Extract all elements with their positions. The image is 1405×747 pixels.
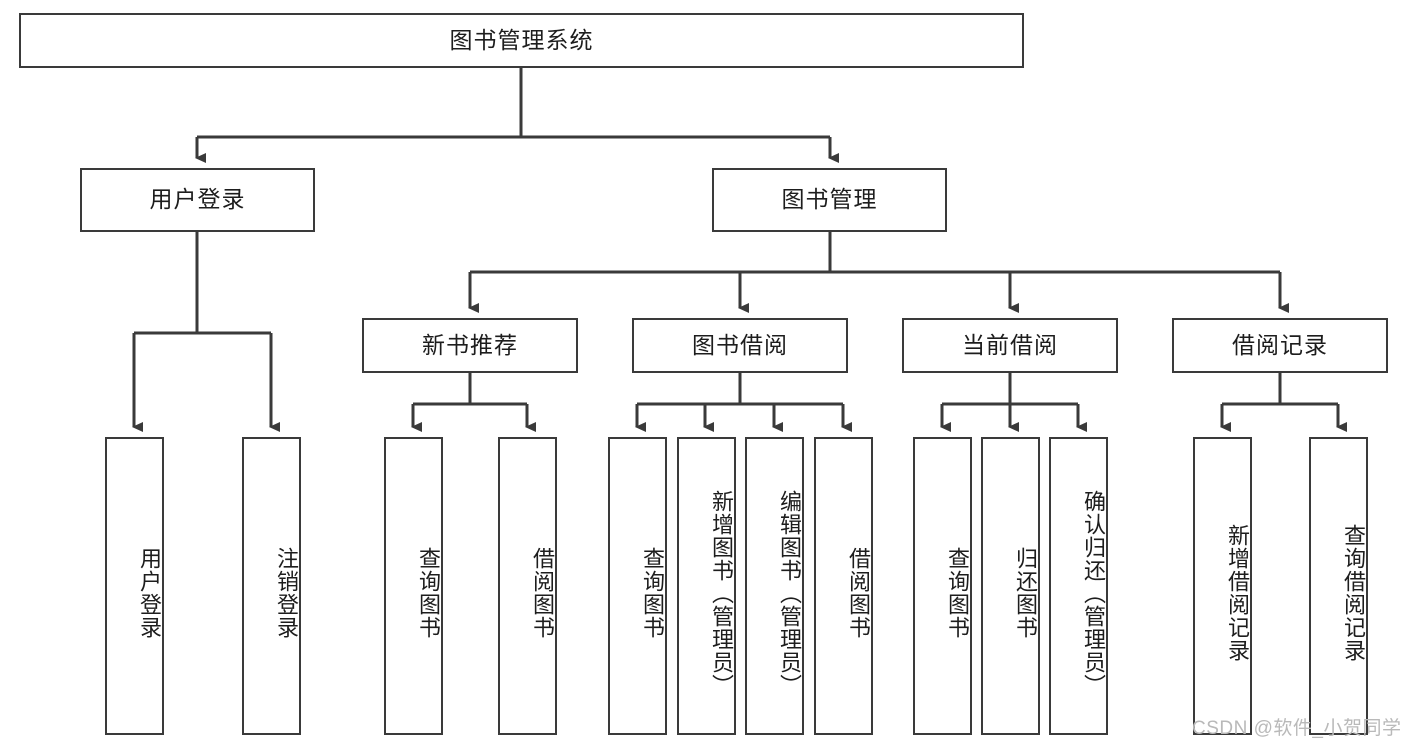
leaf-query-book-recommend[interactable]: 查询图书 bbox=[384, 437, 443, 735]
leaf-return-book[interactable]: 归还图书 bbox=[981, 437, 1040, 735]
node-user-login[interactable]: 用户登录 bbox=[80, 168, 315, 232]
leaf-borrow-book-recommend[interactable]: 借阅图书 bbox=[498, 437, 557, 735]
node-current-borrow-label: 当前借阅 bbox=[962, 331, 1058, 358]
node-book-borrow[interactable]: 图书借阅 bbox=[632, 318, 848, 373]
leaf-borrow-book-recommend-label: 借阅图书 bbox=[530, 547, 555, 639]
node-root-label: 图书管理系统 bbox=[449, 26, 594, 53]
leaf-add-book-admin-label: 新增图书（管理员） bbox=[709, 489, 734, 697]
leaf-return-book-label: 归还图书 bbox=[1013, 547, 1038, 639]
leaf-edit-book-admin[interactable]: 编辑图书（管理员） bbox=[745, 437, 804, 735]
leaf-borrow-book[interactable]: 借阅图书 bbox=[814, 437, 873, 735]
leaf-query-borrow-record[interactable]: 查询借阅记录 bbox=[1309, 437, 1368, 735]
leaf-query-book-current-label: 查询图书 bbox=[945, 547, 970, 639]
node-root[interactable]: 图书管理系统 bbox=[19, 13, 1024, 68]
node-borrow-records-label: 借阅记录 bbox=[1232, 331, 1328, 358]
leaf-user-login-label: 用户登录 bbox=[137, 547, 162, 639]
leaf-query-book-recommend-label: 查询图书 bbox=[416, 547, 441, 639]
leaf-query-borrow-record-label: 查询借阅记录 bbox=[1341, 524, 1366, 662]
leaf-add-borrow-record-label: 新增借阅记录 bbox=[1225, 524, 1250, 662]
node-book-management-label: 图书管理 bbox=[781, 186, 878, 213]
node-borrow-records[interactable]: 借阅记录 bbox=[1172, 318, 1388, 373]
leaf-query-book-borrow[interactable]: 查询图书 bbox=[608, 437, 667, 735]
leaf-confirm-return-admin[interactable]: 确认归还（管理员） bbox=[1049, 437, 1108, 735]
leaf-add-borrow-record[interactable]: 新增借阅记录 bbox=[1193, 437, 1252, 735]
leaf-edit-book-admin-label: 编辑图书（管理员） bbox=[777, 489, 802, 697]
node-new-book-recommend-label: 新书推荐 bbox=[422, 331, 518, 358]
leaf-query-book-borrow-label: 查询图书 bbox=[640, 547, 665, 639]
node-current-borrow[interactable]: 当前借阅 bbox=[902, 318, 1118, 373]
node-new-book-recommend[interactable]: 新书推荐 bbox=[362, 318, 578, 373]
csdn-watermark: CSDN @软件_小贺同学 bbox=[1192, 718, 1402, 739]
leaf-query-book-current[interactable]: 查询图书 bbox=[913, 437, 972, 735]
node-book-management[interactable]: 图书管理 bbox=[712, 168, 947, 232]
leaf-user-login[interactable]: 用户登录 bbox=[105, 437, 164, 735]
leaf-borrow-book-label: 借阅图书 bbox=[846, 547, 871, 639]
leaf-add-book-admin[interactable]: 新增图书（管理员） bbox=[677, 437, 736, 735]
leaf-logout-label: 注销登录 bbox=[274, 547, 299, 639]
leaf-logout[interactable]: 注销登录 bbox=[242, 437, 301, 735]
leaf-confirm-return-admin-label: 确认归还（管理员） bbox=[1081, 489, 1106, 697]
node-book-borrow-label: 图书借阅 bbox=[692, 331, 788, 358]
node-user-login-label: 用户登录 bbox=[149, 186, 246, 213]
